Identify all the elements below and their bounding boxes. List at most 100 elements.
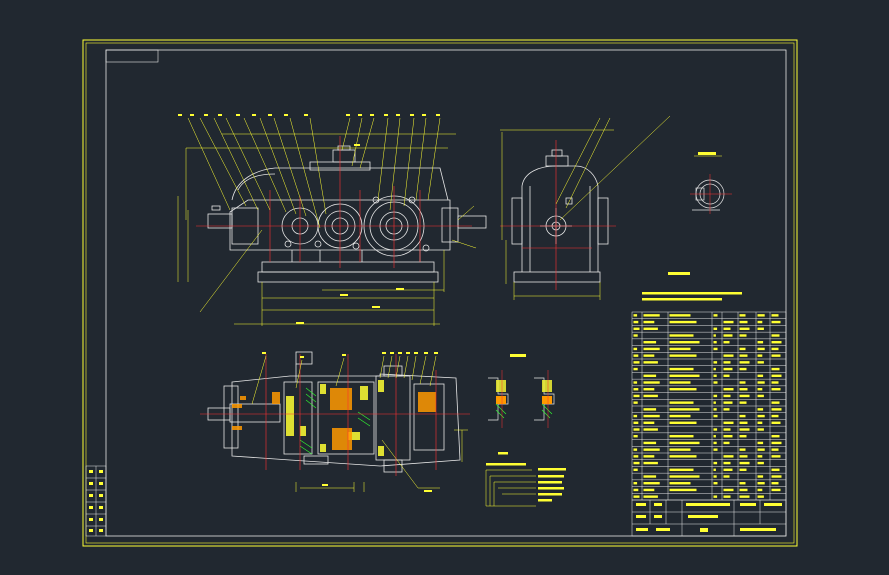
plan-view-fill-orange	[232, 388, 436, 450]
parts-table-cell-text	[723, 488, 734, 492]
parts-table-cell-text	[713, 448, 718, 451]
parts-table-cell-text	[633, 347, 638, 351]
parts-table-cell-text	[633, 334, 638, 337]
parts-table-cell-text	[771, 367, 780, 371]
side-view	[511, 149, 609, 283]
parts-table-cell-text	[723, 361, 731, 364]
parts-table-cell-text	[643, 475, 657, 478]
parts-table-cell-text	[771, 388, 781, 391]
parts-table-cell-text	[643, 428, 658, 431]
parts-table-cell-text	[669, 388, 697, 391]
parts-table-cell-text	[669, 341, 700, 344]
parts-table-cell-text	[669, 347, 691, 351]
parts-table-cell-text	[771, 435, 780, 438]
parts-table-cell-text	[643, 341, 657, 344]
parts-table-cell-text	[757, 482, 765, 485]
parts-table-cell-text	[739, 488, 748, 492]
parts-table-cell-text	[771, 374, 782, 377]
parts-table-cell-text	[643, 414, 660, 418]
front-view-callout-ticks	[178, 114, 440, 324]
parts-table-cell-text	[723, 327, 731, 330]
parts-table-cell-text	[757, 374, 764, 377]
parts-table-cell-text	[643, 381, 660, 384]
parts-table-cell-text	[771, 401, 780, 404]
parts-table-cell-text	[757, 381, 765, 384]
parts-table-cell-text	[771, 421, 781, 424]
parts-table-cell-text	[633, 361, 640, 364]
parts-table-cell-text	[643, 461, 658, 465]
parts-table-cell-text	[757, 428, 764, 431]
parts-table-cell-text	[643, 421, 655, 424]
key-detail-hatch	[495, 403, 553, 419]
parts-table-cell-text	[669, 435, 694, 438]
parts-table-cell-text	[771, 334, 780, 337]
parts-table-cell-text	[643, 314, 660, 317]
parts-table-cell-text	[669, 441, 700, 445]
plan-view-centerlines	[200, 354, 470, 476]
parts-table-cell-text	[757, 461, 764, 465]
parts-table-cell-text	[739, 381, 746, 384]
front-view-dimensions	[177, 133, 456, 326]
parts-table-cell-text	[757, 347, 765, 351]
parts-table-cell-text	[669, 448, 691, 451]
parts-table-cell-text	[723, 475, 730, 478]
parts-table-cell-text	[757, 341, 764, 344]
parts-table-cell-text	[643, 482, 660, 485]
parts-table-cell-text	[713, 495, 718, 498]
parts-table-cell-text	[771, 381, 779, 384]
parts-table-cell-text	[739, 455, 748, 458]
parts-table-cell-text	[713, 428, 718, 431]
parts-table-cell-text	[633, 367, 638, 371]
parts-table-cell-text	[713, 361, 718, 364]
parts-table-cell-text	[723, 320, 734, 324]
parts-table-cell-text	[723, 341, 730, 344]
parts-table-cell-text	[739, 314, 746, 317]
parts-table-cell-text	[739, 354, 748, 357]
parts-table-cell-text	[713, 347, 718, 351]
parts-table-cell-text	[713, 401, 716, 404]
parts-table-cell-text	[669, 455, 697, 458]
parts-table-cell-text	[723, 354, 734, 357]
parts-table-cell-text	[771, 347, 779, 351]
parts-table-cell-text	[739, 334, 747, 337]
parts-table-cell-text	[723, 374, 730, 377]
parts-table-cell-text	[633, 482, 638, 485]
parts-table-cell-text	[643, 327, 658, 330]
parts-table-cell-text	[739, 327, 750, 330]
parts-table-cell-text	[633, 461, 640, 465]
top-left-code-box	[105, 49, 159, 63]
parts-table-cell-text	[723, 435, 733, 438]
parts-table-cell-text	[633, 428, 640, 431]
key-detail-fill	[496, 380, 552, 404]
side-view-dimensions	[500, 115, 671, 300]
parts-table-cell-text	[757, 408, 764, 411]
parts-table-cell-text	[643, 374, 657, 377]
parts-table-cell-text	[713, 374, 717, 377]
parts-table-cell-text	[723, 367, 733, 371]
parts-table-cell-text	[771, 468, 780, 471]
parts-table-cell-text	[713, 314, 718, 317]
parts-table-cell-text	[713, 327, 718, 330]
parts-table-cell-text	[723, 461, 731, 465]
parts-table-cell-text	[669, 320, 697, 324]
parts-table-cell-text	[771, 482, 779, 485]
parts-table-cell-text	[633, 435, 638, 438]
parts-table-cell-text	[739, 482, 746, 485]
parts-table-cell-text	[643, 488, 655, 492]
key-detail-title	[510, 354, 526, 357]
parts-table-cell-text	[723, 394, 731, 398]
parts-table-cell-text	[633, 421, 639, 424]
parts-table-cell-text	[757, 314, 765, 317]
parts-table-cell-text	[633, 327, 640, 330]
parts-table-cell-text	[739, 394, 750, 398]
parts-table-cell-text	[643, 495, 658, 498]
parts-table-cell-text	[723, 421, 734, 424]
parts-table-cell-text	[723, 441, 730, 445]
parts-table-cell-text	[669, 482, 691, 485]
section-detail-centerlines	[690, 174, 732, 214]
parts-list-table	[631, 311, 787, 501]
parts-table-cell-text	[713, 461, 718, 465]
parts-table-cell-text	[713, 441, 717, 445]
parts-table-cell-text	[713, 435, 716, 438]
